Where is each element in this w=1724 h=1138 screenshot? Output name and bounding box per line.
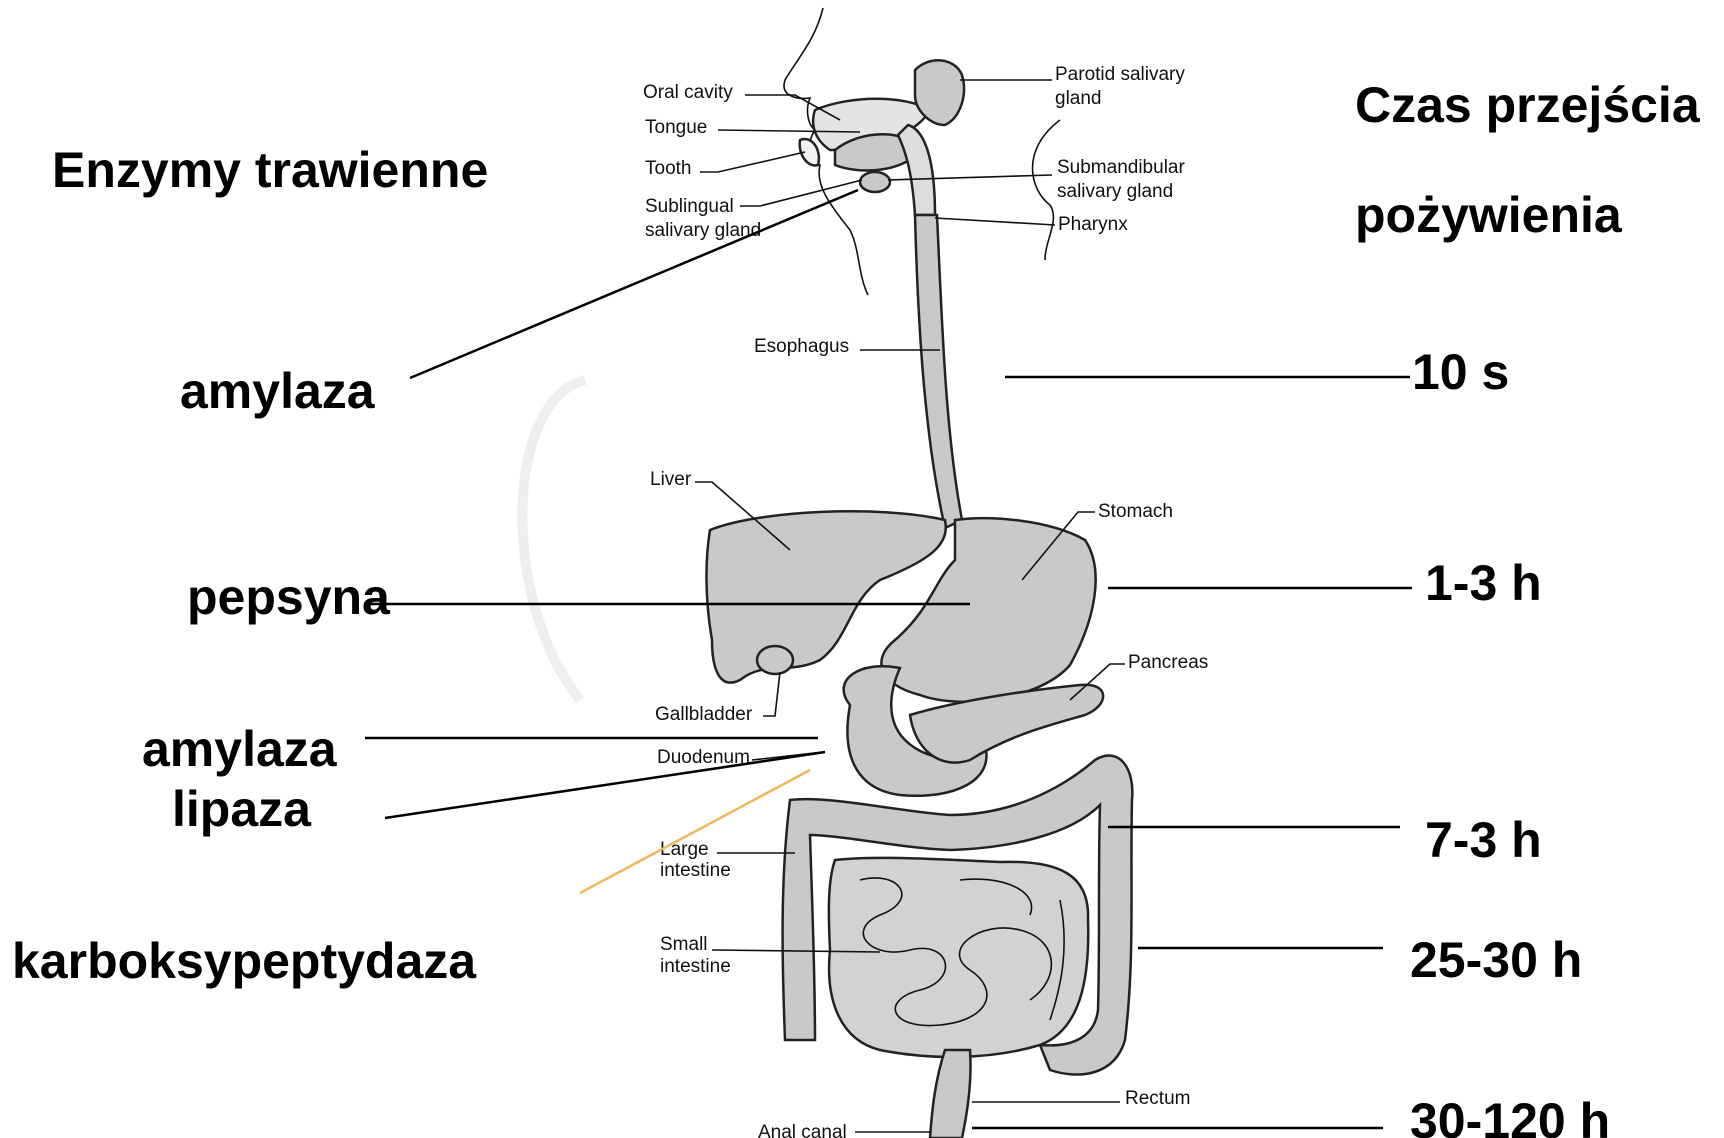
background-arc	[522, 380, 585, 700]
label-large-intestine-1: Large	[660, 839, 709, 860]
enzyme-amylaza-mouth: amylaza	[180, 363, 376, 419]
head-back	[1033, 120, 1061, 260]
label-large-intestine-2: intestine	[660, 860, 731, 881]
esophagus-tube	[915, 215, 962, 528]
label-submandibular-1: Submandibular	[1057, 157, 1185, 178]
enzymes-heading: Enzymy trawienne	[52, 142, 488, 198]
label-small-intestine-2: intestine	[660, 956, 731, 977]
transit-heading-line1: Czas przejścia	[1355, 77, 1701, 133]
pointer-lipaza	[385, 752, 825, 818]
label-tongue: Tongue	[645, 117, 707, 138]
gallbladder-shape	[757, 646, 793, 674]
time-esophagus: 10 s	[1412, 344, 1509, 400]
time-small-intestine: 25-30 h	[1410, 932, 1582, 988]
leader-sublingual	[740, 180, 862, 206]
label-parotid-1: Parotid salivary	[1055, 64, 1185, 85]
time-stomach: 1-3 h	[1425, 555, 1542, 611]
label-liver: Liver	[650, 469, 692, 490]
label-esophagus: Esophagus	[754, 336, 849, 357]
sublingual-gland-shape	[860, 172, 890, 192]
label-pancreas: Pancreas	[1128, 652, 1208, 673]
time-large-intestine: 7-3 h	[1425, 812, 1542, 868]
time-anal-canal: 30-120 h	[1410, 1093, 1610, 1138]
enzyme-karboksypeptydaza: karboksypeptydaza	[12, 933, 477, 989]
label-anal-canal: Anal canal	[758, 1122, 847, 1138]
leader-tooth	[700, 152, 805, 172]
leader-gallbladder	[763, 672, 780, 716]
label-tooth: Tooth	[645, 158, 691, 179]
small-intestine-shape	[829, 858, 1088, 1057]
pharynx-shape	[898, 125, 935, 215]
transit-heading-line2: pożywienia	[1355, 187, 1623, 243]
label-rectum: Rectum	[1125, 1088, 1190, 1109]
label-stomach: Stomach	[1098, 501, 1173, 522]
label-submandibular-2: salivary gland	[1057, 181, 1173, 202]
label-oral-cavity: Oral cavity	[643, 82, 733, 103]
label-parotid-2: gland	[1055, 88, 1102, 109]
label-pharynx: Pharynx	[1058, 214, 1128, 235]
rectum-shape	[930, 1050, 971, 1138]
parotid-gland-shape	[915, 60, 964, 125]
label-gallbladder: Gallbladder	[655, 704, 753, 725]
enzyme-lipaza: lipaza	[172, 781, 312, 837]
enzyme-amylaza-duodenum: amylaza	[142, 721, 338, 777]
enzyme-pepsyna: pepsyna	[187, 569, 391, 625]
leader-pharynx	[935, 218, 1055, 225]
label-sublingual-1: Sublingual	[645, 196, 734, 217]
label-small-intestine-1: Small	[660, 934, 708, 955]
